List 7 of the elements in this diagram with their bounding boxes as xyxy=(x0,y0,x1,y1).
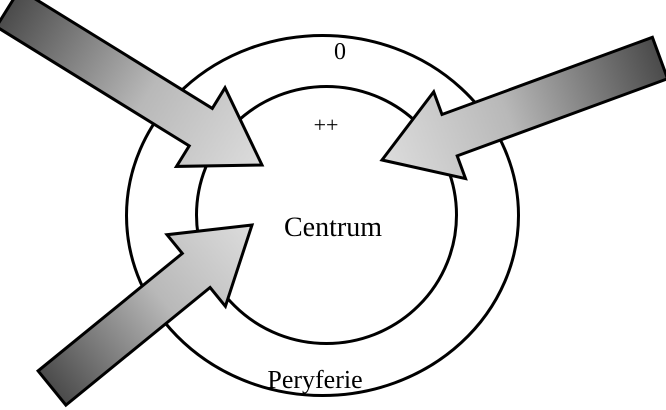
zone-label: Centrum xyxy=(284,214,382,242)
block-arrow xyxy=(0,0,264,168)
block-arrow xyxy=(379,35,666,181)
zone-label: Peryferie xyxy=(267,367,363,393)
block-arrow xyxy=(36,223,254,408)
zone-mark: ++ xyxy=(314,114,338,136)
zone-mark: 0 xyxy=(334,40,346,64)
